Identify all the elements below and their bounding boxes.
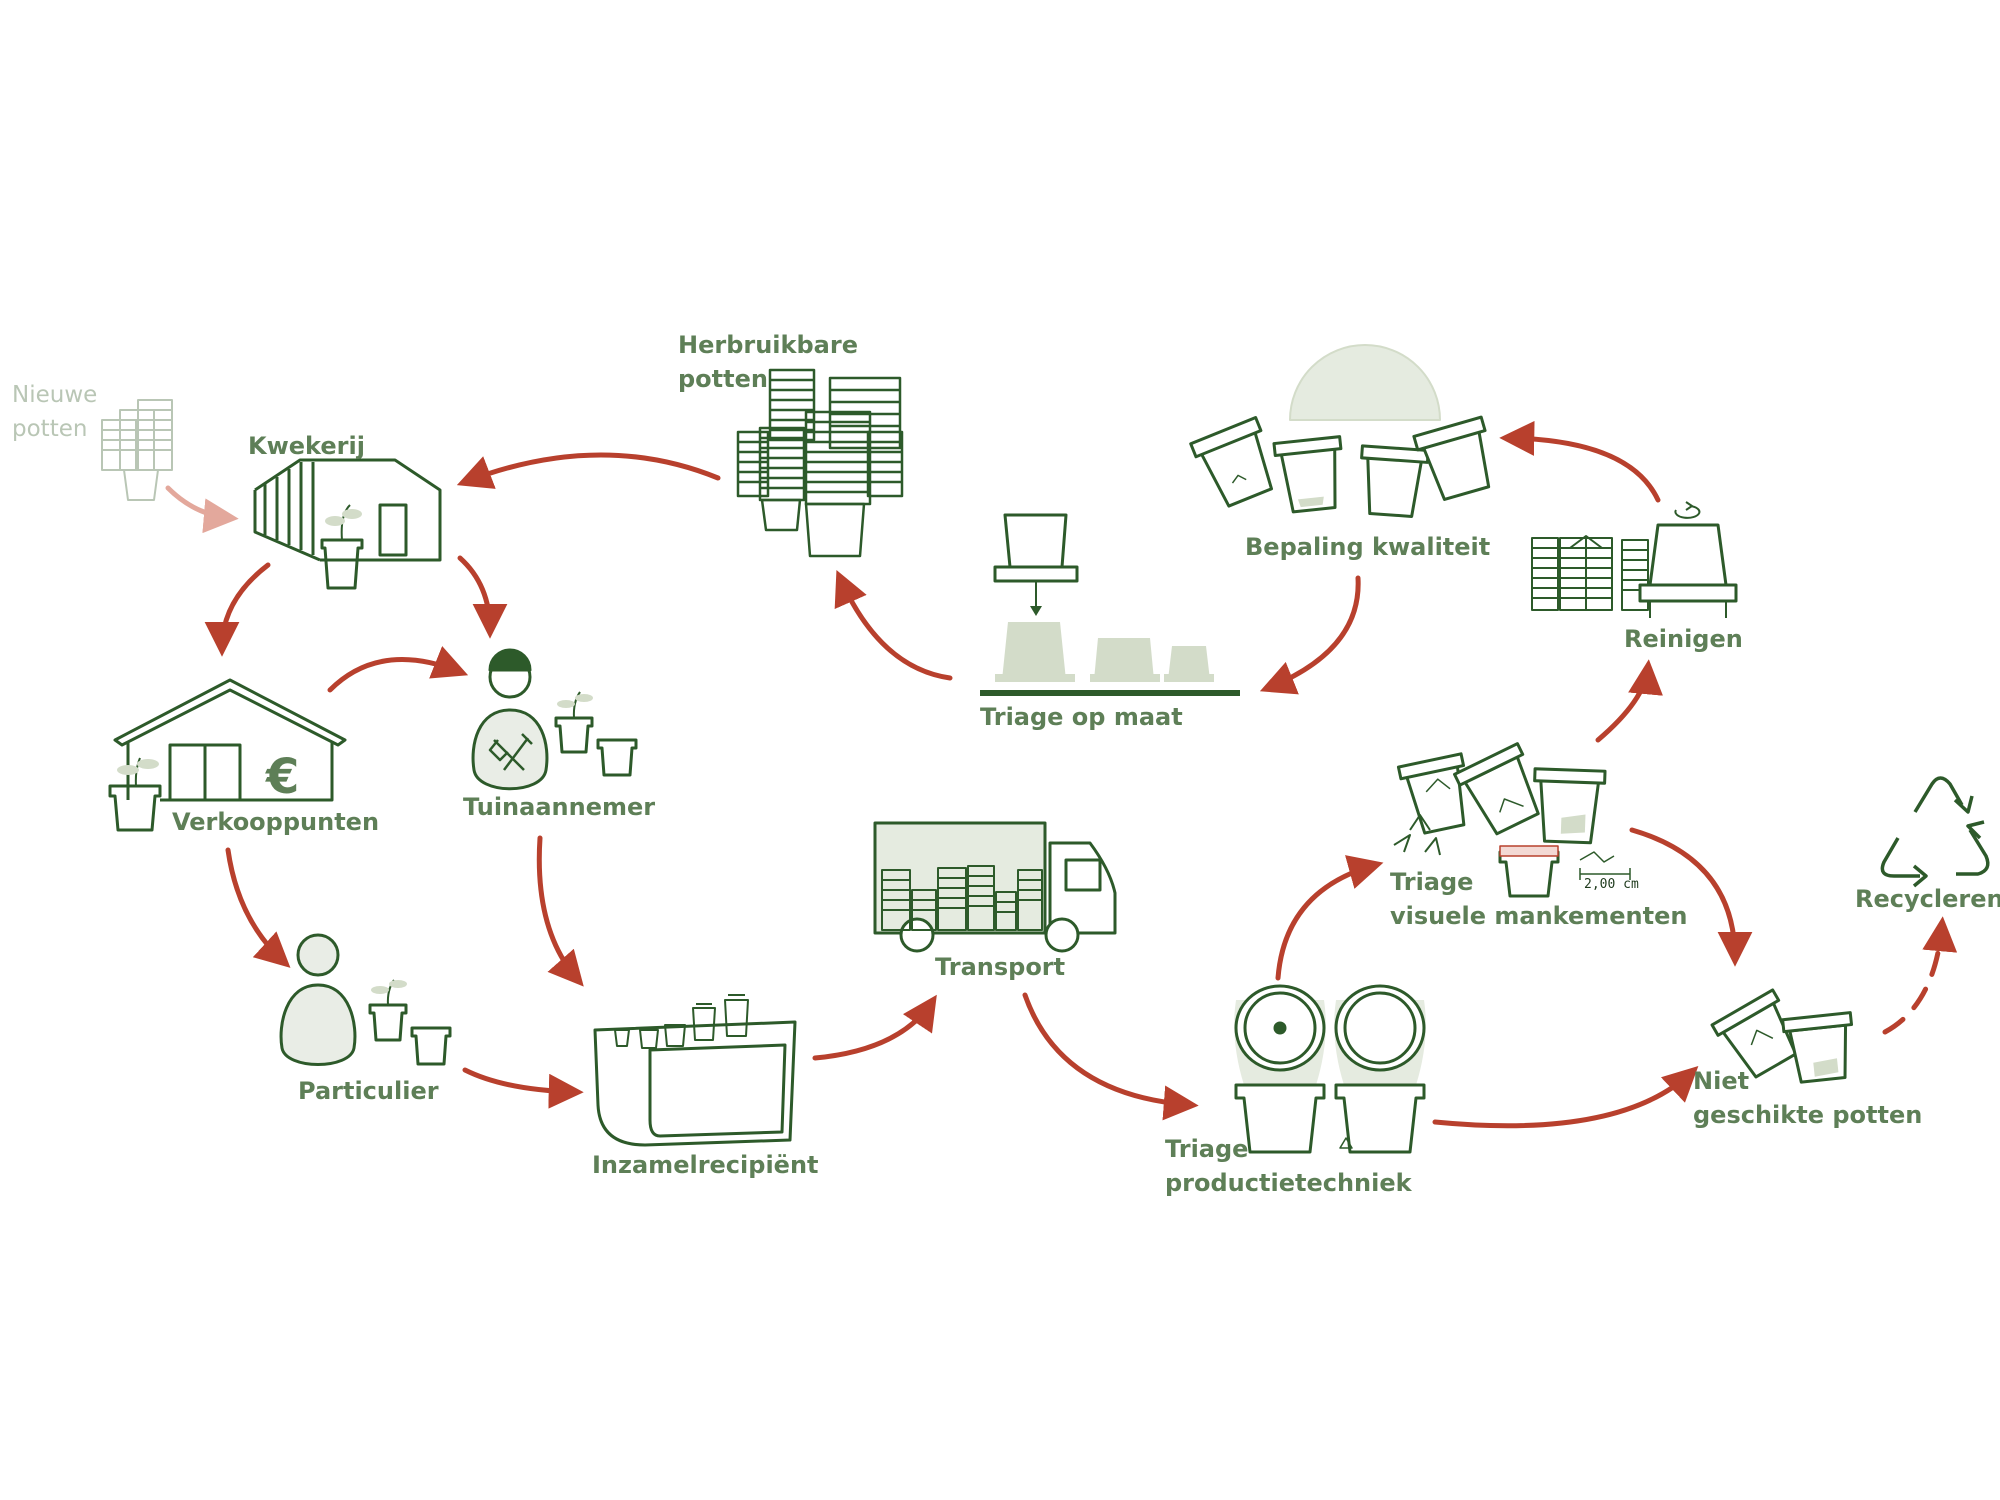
reusable-pots-stacks-icon xyxy=(736,368,904,558)
label-triage-productie: Triage productietechniek xyxy=(1165,1132,1412,1200)
arrow-inzamel-to-transport xyxy=(812,994,937,1061)
label-niet-geschikte-line2: geschikte potten xyxy=(1693,1101,1923,1129)
dimension-label: 2,00 cm xyxy=(1584,877,1639,892)
truck-icon xyxy=(873,821,1117,953)
arrow-verkooppunten-to-tuinaannemer xyxy=(327,646,469,693)
arrow-transport-to-triage-productie xyxy=(1022,992,1199,1121)
arrow-nieuwe-to-kwekerij xyxy=(165,485,239,534)
arrow-triage-visuele-to-reinigen xyxy=(1595,659,1663,743)
label-herbruikbare-line2: potten xyxy=(678,365,768,393)
label-nieuwe-potten: Nieuwe potten xyxy=(12,378,97,446)
visual-defects-sorting-icon: 2,00 cm xyxy=(1393,742,1639,898)
arrow-kwekerij-to-tuinaannemer xyxy=(457,555,508,639)
label-niet-geschikte-line1: Niet xyxy=(1693,1067,1750,1095)
arrow-herbruikbare-to-kwekerij xyxy=(456,452,721,489)
shop-icon: € xyxy=(108,678,347,832)
production-technique-sorting-icon xyxy=(1234,984,1426,1154)
label-verkooppunten: Verkooppunten xyxy=(172,808,380,836)
size-sorting-icon xyxy=(980,513,1240,696)
label-reinigen: Reinigen xyxy=(1624,625,1743,653)
label-triage-visuele-line1: Triage xyxy=(1390,868,1474,896)
label-kwekerij: Kwekerij xyxy=(248,432,365,460)
collection-bin-icon xyxy=(593,994,797,1147)
arrow-kwekerij-to-verkooppunten xyxy=(204,562,271,657)
label-triage-visuele-line2: visuele mankementen xyxy=(1390,902,1688,930)
label-niet-geschikte-potten: Niet geschikte potten xyxy=(1693,1064,1922,1132)
arrow-triage-productie-to-niet-geschikt xyxy=(1432,1065,1699,1129)
arrow-particulier-to-inzamel xyxy=(462,1067,584,1109)
label-tuinaannemer: Tuinaannemer xyxy=(463,793,656,821)
unsuitable-pots-icon xyxy=(1710,988,1854,1084)
arrow-tuinaannemer-to-inzamel xyxy=(536,835,584,987)
greenhouse-icon xyxy=(253,458,442,590)
label-bepaling-kwaliteit: Bepaling kwaliteit xyxy=(1245,533,1491,561)
label-herbruikbare-potten: Herbruikbare potten xyxy=(678,328,858,396)
label-nieuwe-potten-line2: potten xyxy=(12,416,88,442)
label-triage-visuele: Triage visuele mankementen xyxy=(1390,865,1687,933)
label-herbruikbare-line1: Herbruikbare xyxy=(678,331,858,359)
recycle-tiny-icon xyxy=(1339,1137,1353,1149)
recycle-icon xyxy=(1880,776,1990,888)
label-triage-productie-line2: productietechniek xyxy=(1165,1169,1412,1197)
euro-symbol: € xyxy=(265,749,299,805)
new-pots-stack-icon xyxy=(101,399,173,501)
label-nieuwe-potten-line1: Nieuwe xyxy=(12,382,98,408)
label-inzamelrecipient: Inzamelrecipiënt xyxy=(592,1151,819,1179)
label-recycleren: Recycleren xyxy=(1855,885,2000,913)
private-person-icon xyxy=(279,933,452,1066)
quality-check-icon xyxy=(1189,344,1491,518)
arrow-triage-visuele-to-niet-geschikt xyxy=(1629,827,1753,967)
label-triage-productie-line1: Triage xyxy=(1165,1135,1249,1163)
gardener-icon xyxy=(471,648,638,791)
label-triage-op-maat: Triage op maat xyxy=(980,703,1183,731)
arrow-triage-op-maat-to-herbruikbare xyxy=(834,570,953,681)
recycle-small-icon xyxy=(1393,814,1441,856)
arrow-reinigen-to-bepaling xyxy=(1499,420,1661,503)
arrow-bepaling-to-triage-op-maat xyxy=(1259,575,1361,695)
flow-arrows xyxy=(165,420,1958,1129)
label-transport: Transport xyxy=(935,953,1066,981)
arrow-verkooppunten-to-particulier xyxy=(225,847,291,968)
arrow-triage-productie-to-triage-visuele xyxy=(1275,855,1384,981)
arrow-niet-geschikt-to-recycleren xyxy=(1882,916,1958,1035)
label-particulier: Particulier xyxy=(298,1077,439,1105)
cleaning-icon xyxy=(1531,501,1738,618)
